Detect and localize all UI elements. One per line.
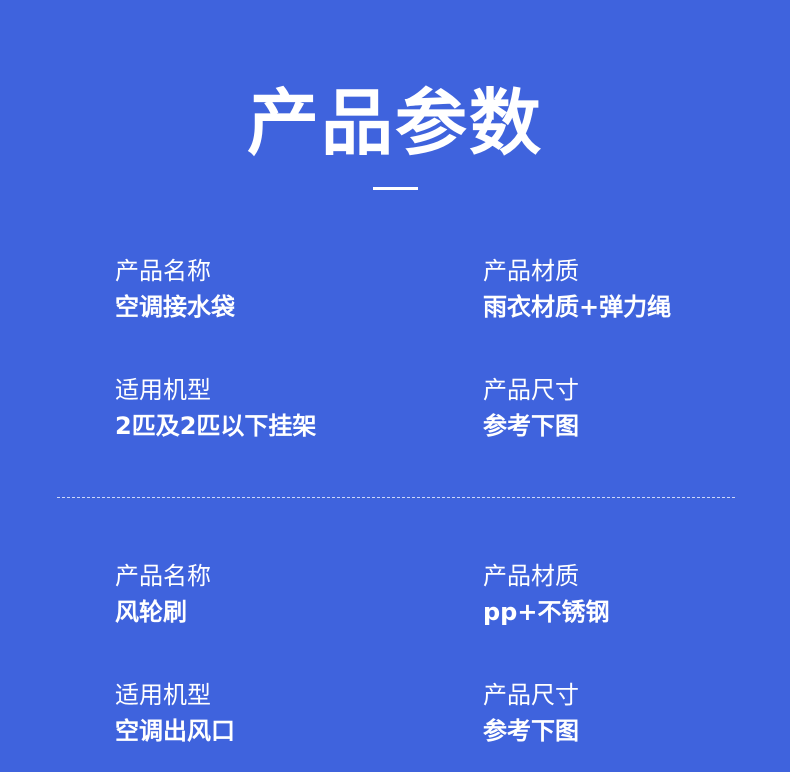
spec-model: 适用机型 空调出风口 bbox=[115, 680, 235, 746]
spec-name: 产品名称 风轮刷 bbox=[115, 561, 211, 627]
spec-material-label: 产品材质 bbox=[483, 257, 579, 285]
spec-size-label: 产品尺寸 bbox=[483, 681, 579, 709]
spec-model-label: 适用机型 bbox=[115, 376, 211, 404]
spec-name: 产品名称 空调接水袋 bbox=[115, 256, 235, 322]
spec-name-label: 产品名称 bbox=[115, 257, 211, 285]
spec-size-value: 参考下图 bbox=[483, 717, 579, 745]
spec-material-value: 雨衣材质+弹力绳 bbox=[483, 293, 672, 321]
spec-material-label: 产品材质 bbox=[483, 562, 579, 590]
spec-name-value: 空调接水袋 bbox=[115, 293, 235, 321]
spec-size: 产品尺寸 参考下图 bbox=[483, 680, 579, 746]
title-underline bbox=[373, 187, 418, 190]
spec-size-label: 产品尺寸 bbox=[483, 376, 579, 404]
spec-size: 产品尺寸 参考下图 bbox=[483, 375, 579, 441]
page-title: 产品参数 bbox=[246, 81, 543, 165]
spec-model: 适用机型 2匹及2匹以下挂架 bbox=[115, 375, 316, 441]
spec-name-value: 风轮刷 bbox=[115, 598, 187, 626]
spec-material-value: pp+不锈钢 bbox=[483, 598, 610, 626]
spec-model-label: 适用机型 bbox=[115, 681, 211, 709]
spec-material: 产品材质 雨衣材质+弹力绳 bbox=[483, 256, 671, 322]
spec-size-value: 参考下图 bbox=[483, 412, 579, 440]
spec-model-value: 空调出风口 bbox=[115, 717, 235, 745]
spec-model-value: 2匹及2匹以下挂架 bbox=[115, 412, 317, 440]
section-divider bbox=[57, 497, 735, 498]
spec-material: 产品材质 pp+不锈钢 bbox=[483, 561, 609, 627]
spec-name-label: 产品名称 bbox=[115, 562, 211, 590]
